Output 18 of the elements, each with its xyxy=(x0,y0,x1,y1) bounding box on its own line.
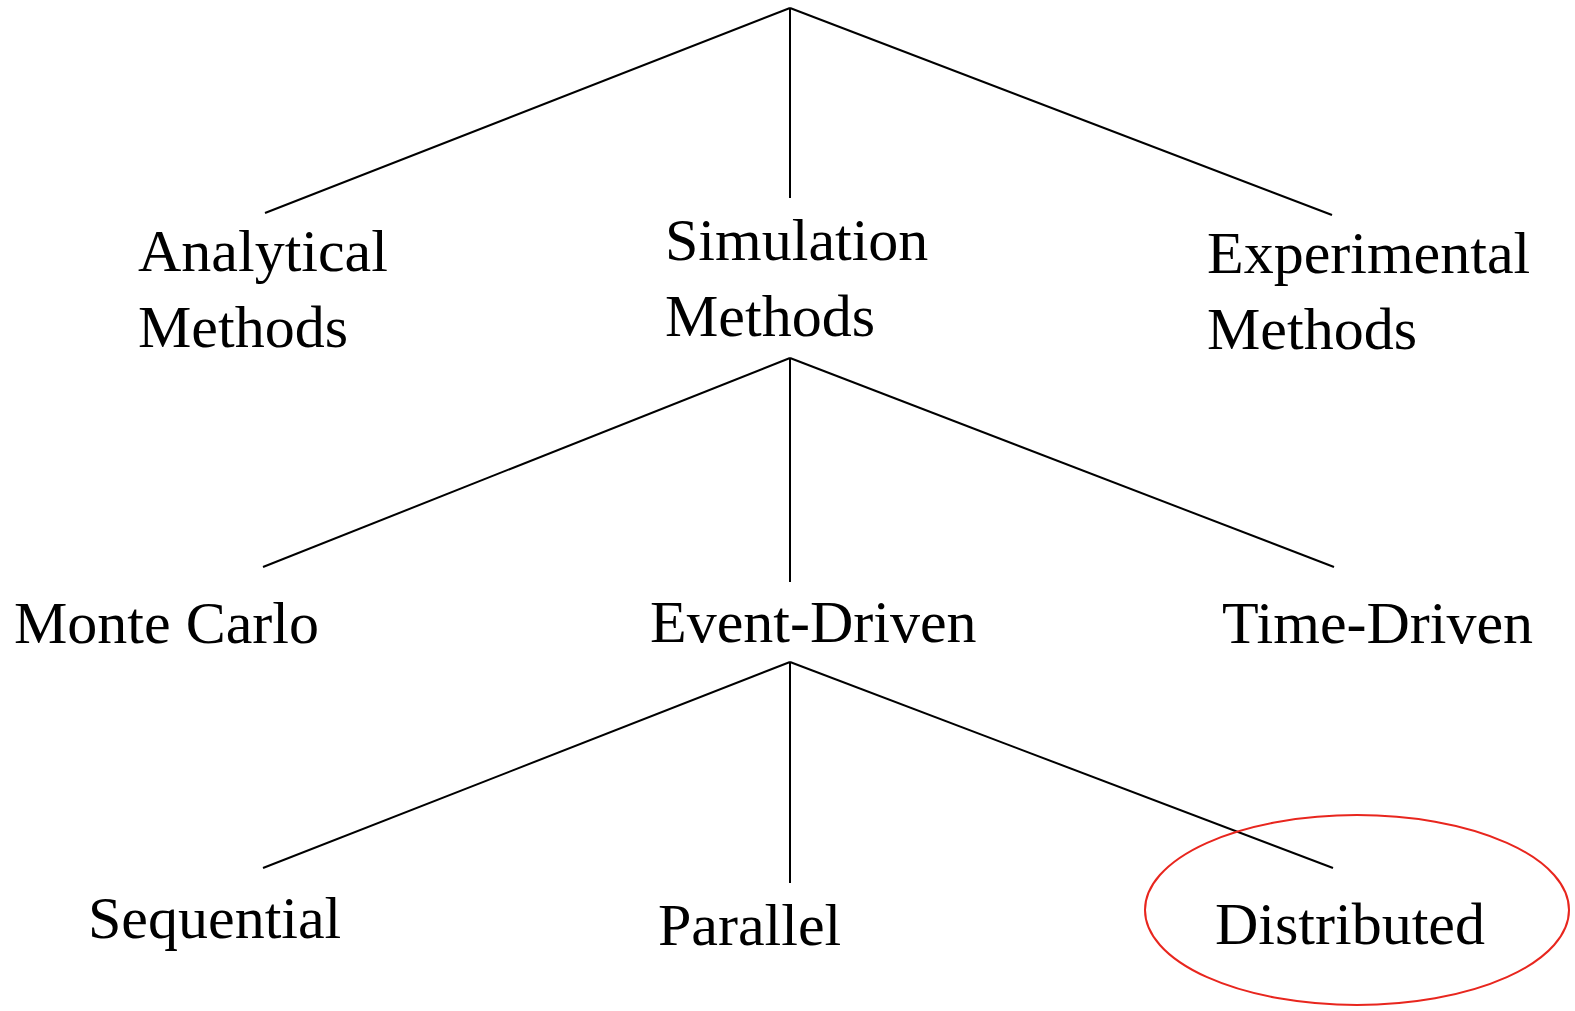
connector-line xyxy=(789,661,1334,869)
node-label: Parallel xyxy=(658,891,842,960)
node-label: Experimental Methods xyxy=(1207,219,1532,364)
node-label: Simulation Methods xyxy=(665,206,930,351)
connector-line xyxy=(789,357,1335,568)
node-label: Sequential xyxy=(88,884,342,953)
node-label: Event-Driven xyxy=(650,588,977,657)
connector-line xyxy=(789,357,791,583)
node-label: Distributed xyxy=(1215,890,1485,959)
node-label: Analytical Methods xyxy=(138,217,389,362)
node-label: Time-Driven xyxy=(1222,589,1534,658)
node-label: Monte Carlo xyxy=(14,589,319,658)
connector-line xyxy=(789,661,791,884)
connector-line xyxy=(789,7,1333,216)
connector-line xyxy=(262,661,791,869)
connector-line xyxy=(789,7,791,199)
connector-line xyxy=(262,357,791,568)
connector-line xyxy=(264,7,791,214)
